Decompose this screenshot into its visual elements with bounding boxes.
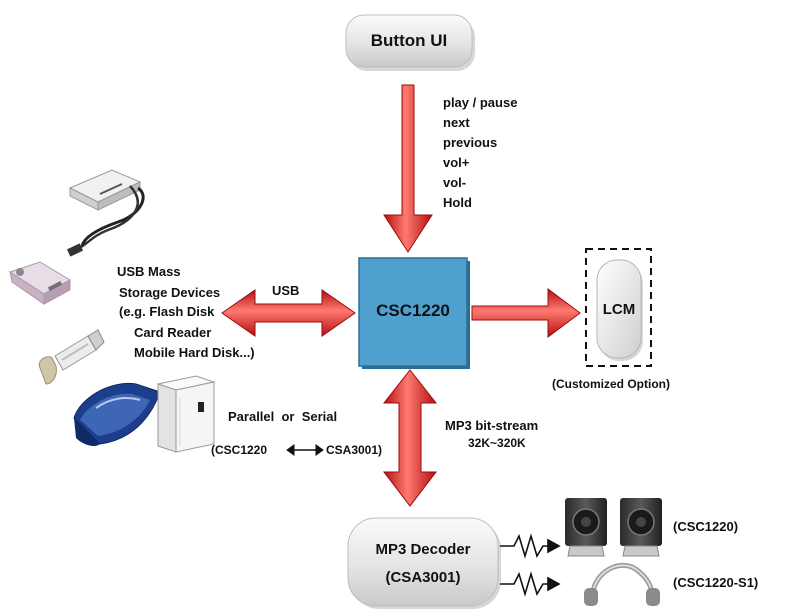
bus-mode-label: Parallel or Serial	[228, 409, 338, 424]
command-next: next	[443, 115, 470, 130]
speaker-signal-line	[500, 533, 561, 559]
processor-label: CSC1220	[376, 301, 450, 320]
headphones-icon	[584, 563, 660, 606]
command-arrow	[383, 84, 433, 253]
stream-arrow	[382, 369, 438, 507]
usb-devices-line3: (e.g. Flash Disk	[119, 304, 215, 319]
card-reader-icon	[66, 169, 145, 257]
usb-link-label: USB	[272, 283, 300, 298]
usb-arrow	[221, 289, 356, 337]
command-previous: previous	[443, 135, 498, 150]
command-vol-up: vol+	[443, 155, 470, 170]
bus-right-chip: CSA3001)	[326, 443, 383, 457]
button-ui-label: Button UI	[370, 31, 448, 50]
usb-devices-line2: Storage Devices	[119, 285, 221, 300]
usb-devices-line1: USB Mass	[117, 264, 181, 279]
bus-double-arrow	[286, 444, 324, 456]
decoder-label-line1: MP3 Decoder	[375, 541, 471, 558]
lcm-option-box	[585, 248, 652, 367]
bus-left-chip: (CSC1220	[211, 443, 268, 457]
lcm-arrow	[471, 288, 581, 338]
headphone-signal-line	[500, 571, 561, 597]
stream-rate: 32K~320K	[468, 436, 526, 450]
mini-reader-icon	[8, 261, 72, 305]
headphones-label: (CSC1220-S1)	[673, 575, 759, 590]
usb-devices-line5: Mobile Hard Disk...)	[134, 345, 255, 360]
speakers-icon	[565, 498, 662, 557]
lcm-note: (Customized Option)	[552, 377, 670, 391]
command-hold: Hold	[443, 195, 472, 210]
usb-devices-line4: Card Reader	[134, 325, 212, 340]
stream-label: MP3 bit-stream	[445, 418, 539, 433]
lcm-label: LCM	[602, 301, 636, 318]
button-command-list: play / pause next previous vol+ vol- Hol…	[443, 94, 517, 212]
command-vol-down: vol-	[443, 175, 467, 190]
external-drive-icon	[73, 382, 161, 446]
speakers-label: (CSC1220)	[673, 519, 739, 534]
command-play-pause: play / pause	[443, 95, 518, 110]
decoder-label-line2: (CSA3001)	[385, 569, 461, 586]
processor-chip	[358, 257, 470, 369]
flash-drive-icon	[38, 329, 105, 385]
decoder-node	[347, 517, 501, 609]
button-ui-node	[345, 14, 475, 71]
hard-disk-enclosure-icon	[156, 375, 216, 453]
